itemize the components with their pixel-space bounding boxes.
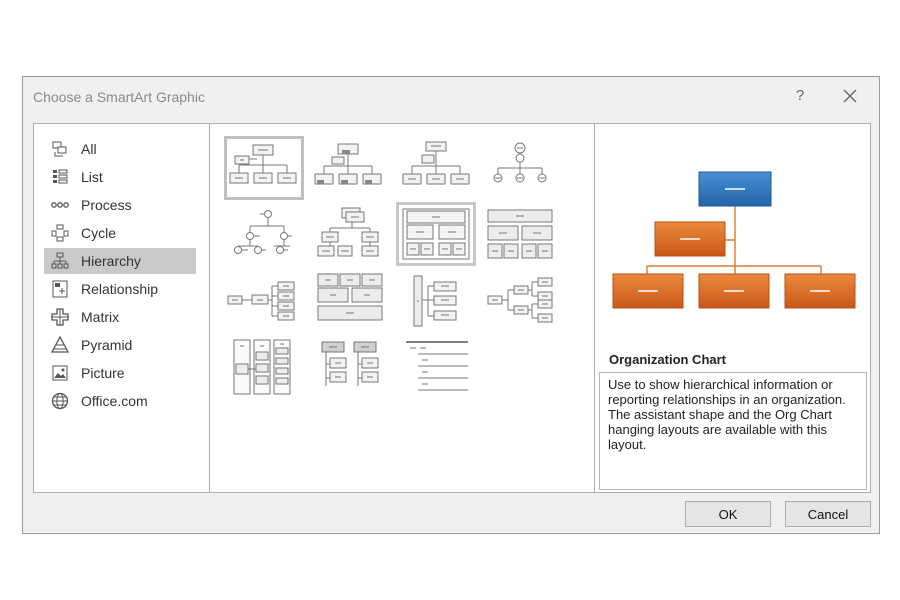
category-label: Relationship [81,281,159,297]
globe-icon [49,391,71,411]
picture-icon [49,363,71,383]
layout-preview-panel: Organization Chart Use to show hierarchi… [594,123,871,493]
category-list-item[interactable]: List [44,164,196,190]
organization-chart-preview [612,171,856,309]
layout-lined-list[interactable] [400,272,480,336]
category-hierarchy[interactable]: Hierarchy [44,248,196,274]
category-label: Hierarchy [81,253,141,269]
hierarchy-icon [49,251,71,271]
layout-horizontal-multi-level-hierarchy[interactable] [312,270,392,334]
layout-labeled-hierarchy[interactable] [312,204,392,268]
help-button[interactable]: ? [795,87,805,104]
process-icon [49,195,71,215]
category-pyramid[interactable]: Pyramid [44,332,196,358]
category-cycle[interactable]: Cycle [44,220,196,246]
cycle-icon [49,223,71,243]
all-icon [49,139,71,159]
preview-title: Organization Chart [609,352,727,367]
category-label: Picture [81,365,125,381]
category-label: All [81,141,97,157]
layout-half-circle-org-chart[interactable] [400,138,480,202]
layout-hierarchy-list[interactable] [312,338,392,402]
layout-horizontal-hierarchy[interactable] [224,272,304,336]
category-list: All List Process Cycle Hierarchy Relatio… [33,123,210,493]
layout-name-and-title-org-chart[interactable] [312,138,392,202]
ok-button[interactable]: OK [685,501,771,527]
cancel-button[interactable]: Cancel [785,501,871,527]
relationship-icon [49,279,71,299]
layout-table-hierarchy[interactable] [396,202,476,266]
layout-vertical-hierarchy[interactable] [224,338,304,402]
category-label: Office.com [81,393,148,409]
category-picture[interactable]: Picture [44,360,196,386]
pyramid-icon [49,335,71,355]
layout-horizontal-labeled-hierarchy[interactable] [484,272,564,336]
category-office-com[interactable]: Office.com [44,388,196,414]
category-label: Cycle [81,225,117,241]
layout-hierarchy[interactable] [224,204,304,268]
smartart-dialog: Choose a SmartArt Graphic ? All List Pro… [22,76,880,534]
layout-organization-chart[interactable] [224,136,304,200]
dialog-title: Choose a SmartArt Graphic [33,89,205,105]
category-label: Pyramid [81,337,133,353]
category-label: Process [81,197,132,213]
category-label: List [81,169,103,185]
matrix-icon [49,307,71,327]
list-icon [49,167,71,187]
layout-circle-picture-hierarchy[interactable] [484,138,564,202]
layout-architecture[interactable] [484,204,564,268]
category-process[interactable]: Process [44,192,196,218]
category-relationship[interactable]: Relationship [44,276,196,302]
category-matrix[interactable]: Matrix [44,304,196,330]
category-label: Matrix [81,309,120,325]
close-icon [843,89,857,103]
layout-gallery [210,123,594,493]
layout-text-list[interactable] [400,338,480,402]
close-button[interactable] [839,85,861,107]
preview-description: Use to show hierarchical information or … [599,372,867,490]
category-all[interactable]: All [44,136,196,162]
title-bar: Choose a SmartArt Graphic ? [23,77,879,119]
